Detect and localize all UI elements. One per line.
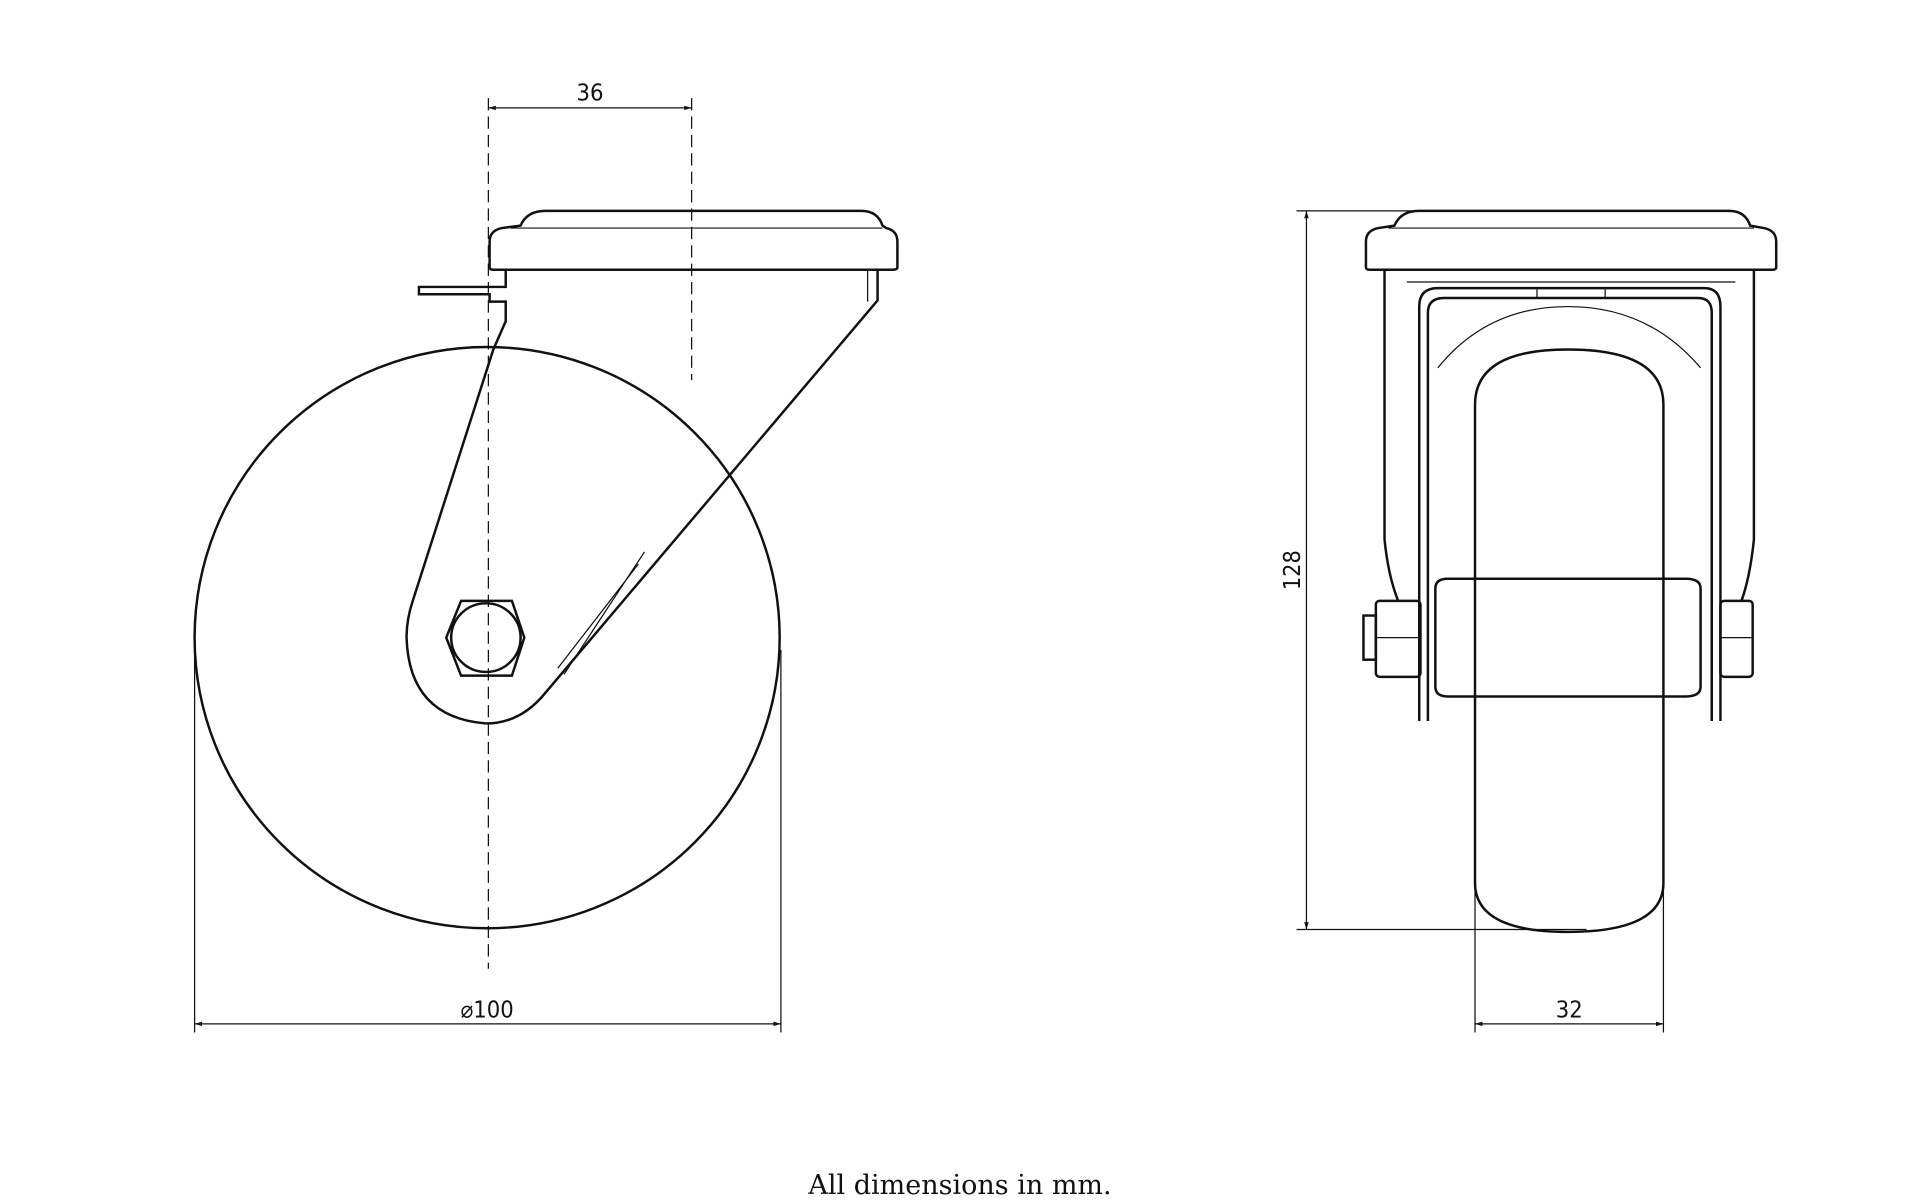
top-plate-side — [488, 209, 899, 271]
dim-wheel-width: 32 — [1556, 996, 1583, 1024]
dim-height: 128 — [1278, 550, 1306, 590]
swivel-fork-side — [405, 269, 879, 725]
top-plate-front — [1364, 209, 1778, 271]
nut-right — [1719, 599, 1754, 679]
fork-front — [1383, 269, 1756, 602]
nut-left — [1374, 599, 1422, 679]
front-view: 128 32 — [1278, 209, 1778, 1033]
hub-front — [1434, 577, 1702, 698]
dim-wheel-diameter: ⌀100 — [461, 996, 514, 1024]
wheel-side — [193, 345, 781, 930]
wheel-front — [1473, 348, 1665, 934]
side-view: 36 ⌀100 — [193, 79, 899, 1033]
hex-nut-side — [444, 599, 526, 677]
dimensions-note: All dimensions in mm. — [808, 1170, 1112, 1201]
dim-offset: 36 — [577, 79, 604, 107]
